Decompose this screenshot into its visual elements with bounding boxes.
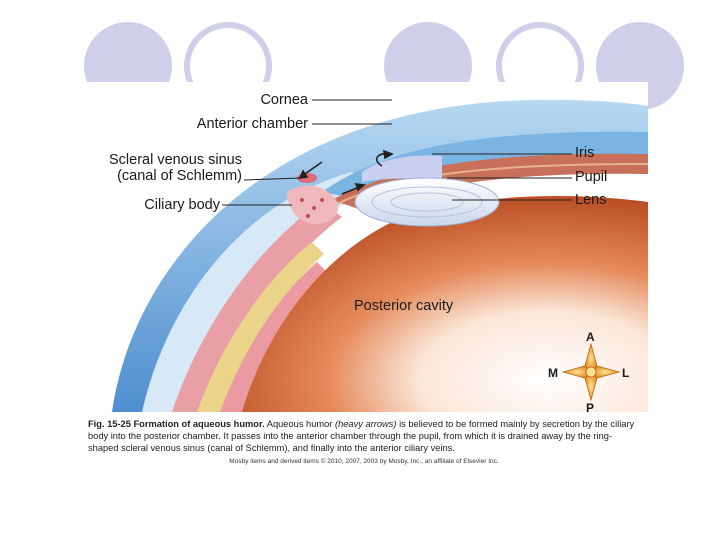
label-cornea: Cornea [260, 92, 308, 108]
label-anterior-chamber: Anterior chamber [196, 116, 308, 132]
label-iris: Iris [575, 145, 595, 161]
label-scleral-sinus-line2: (canal of Schlemm) [117, 168, 242, 184]
label-posterior-cavity: Posterior cavity [354, 298, 454, 314]
compass-east-label: L [622, 366, 630, 380]
caption-title: Formation of aqueous humor. [133, 419, 265, 429]
label-ciliary-body: Ciliary body [144, 197, 220, 213]
label-pupil: Pupil [575, 169, 608, 185]
label-scleral-sinus-line1: Scleral venous sinus [109, 152, 242, 168]
leader-lines [222, 99, 572, 206]
caption-italic: (heavy arrows) [335, 419, 397, 429]
pupil-shape [362, 155, 442, 182]
figure-caption: Fig. 15-25 Formation of aqueous humor. A… [88, 418, 640, 454]
compass-west-label: M [548, 366, 558, 380]
caption-text-1: Aqueous humor [266, 419, 333, 429]
lens-shape [354, 177, 500, 227]
label-lens: Lens [575, 192, 607, 208]
aqueous-flow-arrows [298, 149, 394, 195]
caption-text-2: is believed to be formed mainly by secre… [88, 419, 635, 453]
eye-illustration [112, 99, 648, 412]
posterior-cavity-shape [242, 196, 648, 412]
retina-shape [197, 242, 324, 412]
eye-diagram: Cornea Anterior chamber Scleral venous s… [72, 82, 648, 412]
compass-north-label: A [586, 330, 595, 344]
ciliary-body-shape [287, 185, 339, 225]
label-scleral-sinus: Scleral venous sinus (canal of Schlemm) [109, 152, 242, 184]
compass-south-label: P [586, 401, 595, 412]
iris-shape [332, 153, 648, 210]
caption-fig-label: Fig. 15-25 [88, 419, 131, 429]
orientation-compass [561, 342, 621, 402]
copyright-credit: Mosby items and derived items © 2010, 20… [229, 458, 499, 465]
